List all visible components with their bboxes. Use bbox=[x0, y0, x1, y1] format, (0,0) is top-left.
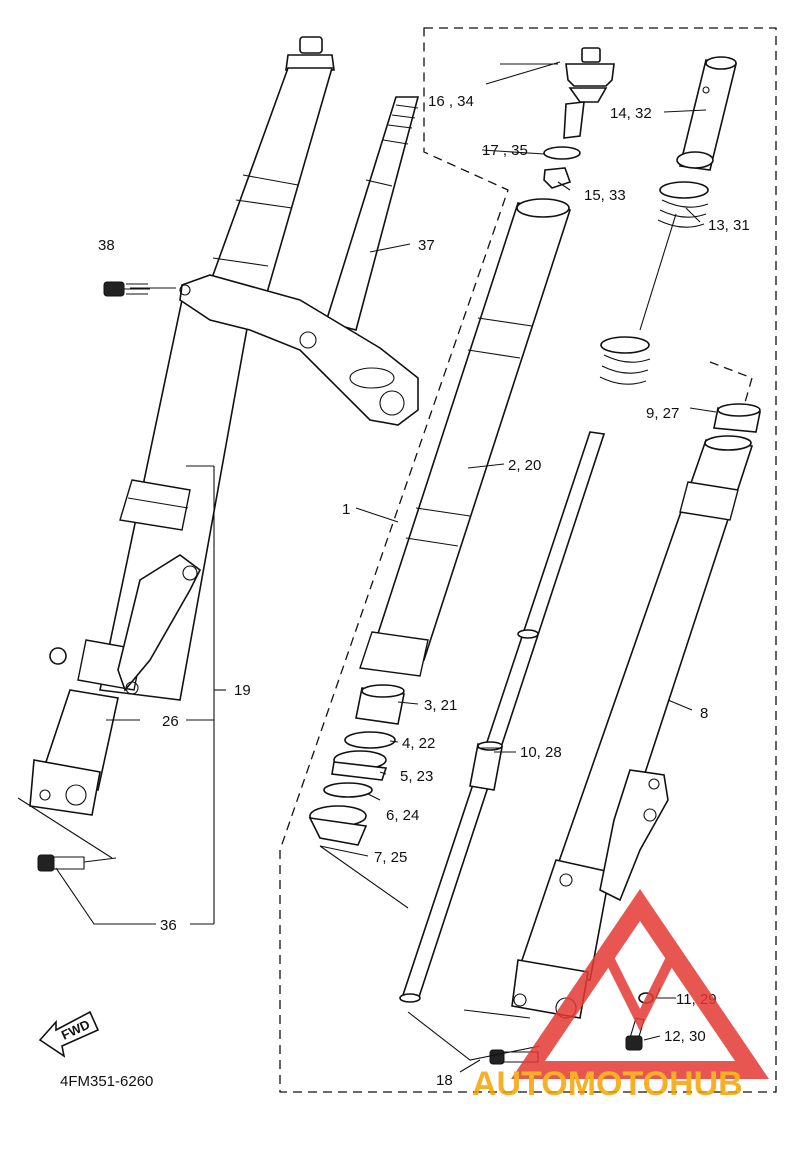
callout-15: 15, 33 bbox=[584, 187, 626, 204]
outer-tube bbox=[511, 435, 754, 1019]
axle-pinch-bolt bbox=[37, 854, 85, 872]
callout-14: 14, 32 bbox=[610, 105, 652, 122]
oil-seal bbox=[331, 750, 388, 781]
callout-18: 18 bbox=[436, 1072, 453, 1089]
callout-16: 16 , 34 bbox=[428, 93, 474, 110]
exploded-group-boundary bbox=[279, 27, 777, 1093]
callout-3: 3, 21 bbox=[424, 697, 457, 714]
callout-5: 5, 23 bbox=[400, 768, 433, 785]
callout-6: 6, 24 bbox=[386, 807, 419, 824]
circlip bbox=[323, 782, 373, 798]
nut bbox=[543, 167, 572, 189]
fwd-arrow-icon: FWD bbox=[38, 1010, 100, 1058]
callout-37: 37 bbox=[418, 237, 435, 254]
callout-38: 38 bbox=[98, 237, 115, 254]
callout-17: 17 , 35 bbox=[482, 142, 528, 159]
callout-2: 2, 20 bbox=[508, 457, 541, 474]
watermark-logo: AUTOMOTOHUB bbox=[472, 888, 769, 1103]
callout-labels: 38 37 16 , 34 17 , 35 15, 33 14, 32 13, … bbox=[60, 93, 750, 1090]
watermark-text: AUTOMOTOHUB bbox=[472, 1065, 743, 1103]
callout-8: 8 bbox=[700, 705, 708, 722]
callout-7: 7, 25 bbox=[374, 849, 407, 866]
callout-36: 36 bbox=[160, 917, 177, 934]
watermark-triangle-icon bbox=[511, 888, 769, 1079]
callout-10: 10, 28 bbox=[520, 744, 562, 761]
callout-26: 26 bbox=[162, 713, 179, 730]
callout-12: 12, 30 bbox=[664, 1028, 706, 1045]
callout-1: 1 bbox=[342, 501, 350, 518]
callout-9: 9, 27 bbox=[646, 405, 679, 422]
dust-seal bbox=[308, 805, 368, 846]
damper-rod-top bbox=[676, 56, 737, 171]
fork-spring bbox=[599, 181, 709, 385]
washer bbox=[344, 731, 396, 749]
slide-bushing bbox=[355, 684, 405, 725]
fork-cap-bolt bbox=[563, 47, 615, 139]
o-ring bbox=[543, 146, 581, 160]
callout-4: 4, 22 bbox=[402, 735, 435, 752]
damper-rod bbox=[399, 431, 606, 1003]
drawing-code: 4FM351-6260 bbox=[60, 1073, 153, 1090]
oil-lock-piece bbox=[713, 403, 761, 433]
assembled-fork-leg bbox=[29, 36, 335, 816]
callout-13: 13, 31 bbox=[708, 217, 750, 234]
under-bracket-steering-stem bbox=[103, 96, 420, 426]
inner-tube bbox=[359, 198, 572, 677]
callout-19: 19 bbox=[234, 682, 251, 699]
leader-lines bbox=[17, 61, 717, 1073]
